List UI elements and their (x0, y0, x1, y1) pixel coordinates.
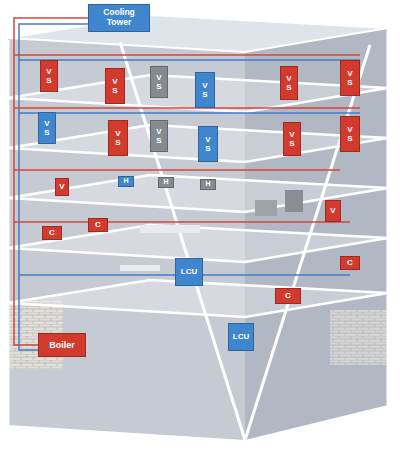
hvac-unit: V (325, 200, 341, 222)
unit-label: V S (115, 129, 120, 147)
hvac-unit: V S (280, 66, 298, 100)
unit-label: V S (44, 119, 49, 137)
hvac-unit: V S (40, 60, 58, 92)
unit-label: H (205, 180, 210, 188)
hvac-unit: H (158, 177, 174, 188)
hvac-unit: LCU (228, 323, 254, 351)
unit-label: Cooling Tower (90, 8, 148, 28)
hvac-unit: V S (38, 112, 56, 144)
hvac-unit: V S (283, 122, 301, 156)
hvac-unit: C (42, 226, 62, 240)
unit-label: V S (156, 127, 161, 145)
hvac-unit: V S (198, 126, 218, 162)
unit-label: V S (347, 69, 352, 87)
unit-label: V S (202, 81, 207, 99)
hvac-unit: V (55, 178, 69, 196)
roof-slab (8, 15, 388, 52)
unit-label: V S (46, 67, 51, 85)
unit-label: V S (156, 73, 161, 91)
hvac-unit: V S (150, 120, 168, 152)
unit-label: V S (112, 77, 117, 95)
hvac-unit: LCU (175, 258, 203, 286)
hvac-unit: Boiler (38, 333, 86, 357)
unit-label: V S (289, 130, 294, 148)
grey-units (120, 190, 303, 271)
hvac-unit: C (88, 218, 108, 232)
hvac-unit: C (275, 288, 301, 304)
unit-label: H (123, 177, 128, 185)
hvac-unit: V S (340, 60, 360, 96)
pipes (14, 18, 360, 350)
unit-label: C (347, 258, 353, 267)
floor-slabs (8, 75, 388, 317)
unit-label: V (330, 206, 335, 215)
hvac-unit: V S (195, 72, 215, 108)
unit-label: V S (286, 74, 291, 92)
cross-bracing (8, 28, 388, 440)
hvac-unit: H (118, 176, 134, 187)
hvac-unit: V S (340, 116, 360, 152)
hvac-unit: V S (108, 120, 128, 156)
unit-label: C (95, 220, 101, 229)
unit-label: C (285, 291, 291, 300)
unit-label: LCU (181, 267, 197, 276)
hvac-unit: V S (105, 68, 125, 104)
unit-label: H (163, 178, 168, 186)
unit-label: V S (205, 135, 210, 153)
hvac-unit: H (200, 179, 216, 190)
unit-label: V S (347, 125, 352, 143)
brick-wall (330, 310, 388, 365)
hvac-unit: V S (150, 66, 168, 98)
unit-label: Boiler (49, 340, 75, 350)
hvac-unit: C (340, 256, 360, 270)
unit-label: V (59, 182, 64, 191)
unit-label: LCU (233, 332, 249, 341)
unit-label: C (49, 228, 55, 237)
hvac-unit: Cooling Tower (88, 4, 150, 32)
